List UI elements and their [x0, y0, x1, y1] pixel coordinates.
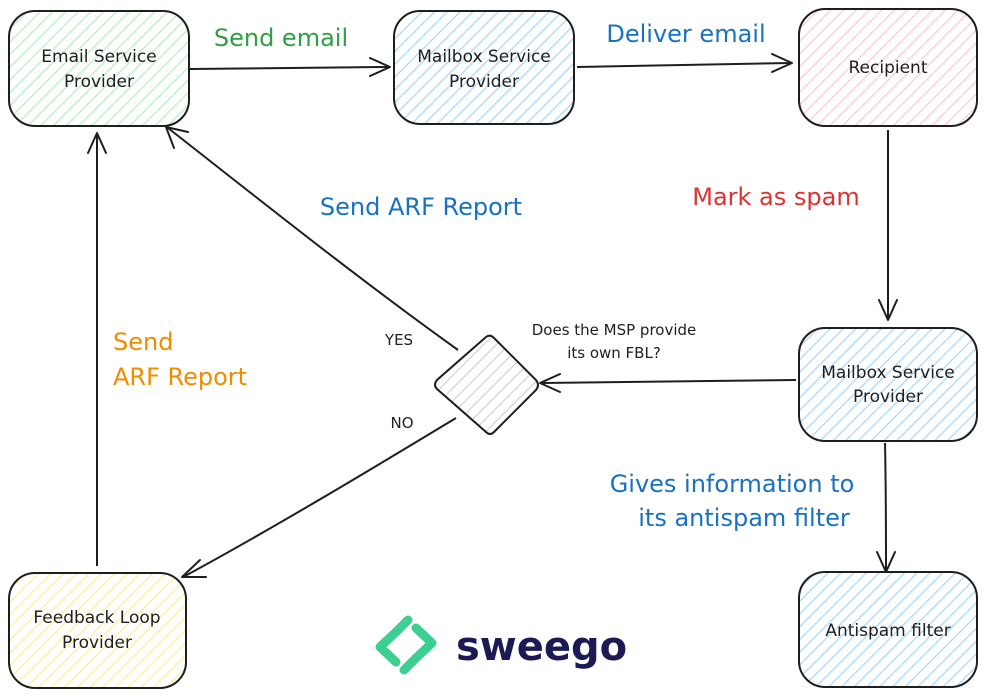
- node-mailbox-service-provider-right: Mailbox Service Provider: [798, 327, 978, 442]
- decision-question-line2: its own FBL?: [567, 344, 661, 362]
- node-label-line2: Provider: [62, 633, 132, 653]
- node-label: Antispam filter: [825, 621, 950, 641]
- edge-fbl-to-esp: [87, 132, 107, 566]
- label-mark-as-spam: Mark as spam: [692, 183, 859, 211]
- label-gives-information-line1: Gives information to: [610, 470, 855, 498]
- node-label-line2: Provider: [64, 72, 134, 92]
- node-label-line1: Email Service: [41, 47, 156, 67]
- node-label-line1: Feedback Loop: [33, 608, 160, 628]
- node-label-line2: Provider: [449, 72, 519, 92]
- label-deliver-email: Deliver email: [606, 20, 765, 48]
- label-gives-information-line2: its antispam filter: [638, 504, 850, 532]
- edge-send-email: [189, 57, 391, 77]
- node-feedback-loop-provider: Feedback Loop Provider: [8, 572, 187, 689]
- label-send-arf-line2: ARF Report: [113, 363, 247, 391]
- node-antispam-filter: Antispam filter: [798, 571, 978, 688]
- node-label-line1: Mailbox Service: [417, 47, 551, 67]
- label-send-arf-report-blue: Send ARF Report: [320, 193, 522, 221]
- edge-mark-as-spam: [878, 130, 898, 321]
- edge-yes-to-esp: [165, 126, 459, 351]
- label-send-arf-line1: Send: [113, 328, 173, 356]
- node-label-line2: Provider: [853, 387, 923, 407]
- label-yes: YES: [384, 331, 413, 349]
- edge-no-to-fbl: [181, 417, 457, 578]
- label-send-email: Send email: [214, 24, 348, 52]
- sweego-wordmark: sweego: [456, 624, 627, 670]
- decision-question-line1: Does the MSP provide: [532, 321, 697, 339]
- edge-gives-information: [876, 442, 896, 573]
- edge-msp-to-decision: [539, 373, 797, 393]
- edge-deliver-email: [576, 53, 793, 73]
- node-recipient: Recipient: [798, 8, 978, 127]
- node-label: Recipient: [849, 58, 928, 78]
- sweego-logo: sweego: [375, 615, 627, 675]
- node-email-service-provider: Email Service Provider: [8, 10, 190, 127]
- node-label-line1: Mailbox Service: [821, 363, 955, 383]
- node-decision-diamond: [434, 334, 539, 435]
- label-no: NO: [390, 414, 413, 432]
- node-mailbox-service-provider-top: Mailbox Service Provider: [393, 10, 575, 125]
- sweego-logo-icon: [375, 615, 437, 675]
